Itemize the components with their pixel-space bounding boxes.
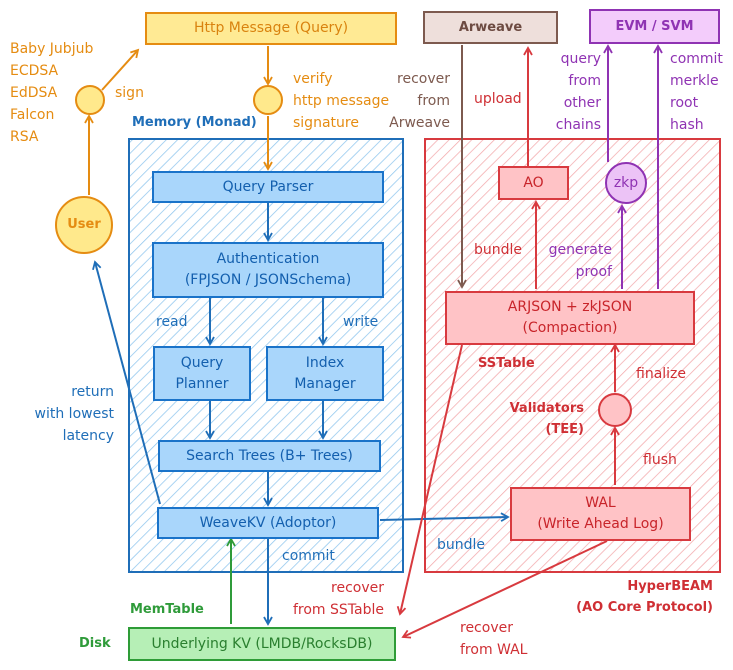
search-trees-box: Search Trees (B+ Trees) — [158, 440, 381, 472]
sign-label: sign — [115, 85, 144, 101]
memtable-label: MemTable — [130, 602, 204, 617]
arweave-box: Arweave — [423, 11, 558, 44]
arjson-box: ARJSON + zkJSON (Compaction) — [445, 291, 695, 345]
disk-label: Disk — [79, 636, 111, 651]
verify-label: verify http message signature — [293, 71, 390, 131]
query-chains-label: query from other chains — [555, 51, 601, 133]
bundle-wal-label: bundle — [437, 537, 486, 553]
sign-node — [75, 85, 105, 115]
recover-arweave-label: recover from Arweave — [389, 71, 450, 131]
zkp-node — [605, 162, 647, 204]
bundle-ao-label: bundle — [474, 242, 523, 258]
weavekv-box: WeaveKV (Adoptor) — [157, 507, 379, 539]
recover-sstable-label: recover from SSTable — [292, 580, 384, 618]
user-label: User — [67, 217, 101, 232]
upload-label: upload — [474, 91, 522, 107]
underlying-kv-box: Underlying KV (LMDB/RocksDB) — [128, 627, 396, 661]
authentication-box: Authentication (FPJSON / JSONSchema) — [152, 242, 384, 298]
recover-from-wal-arrow — [401, 540, 608, 639]
return-to-user-arrow — [92, 260, 161, 505]
validators-node — [598, 393, 632, 427]
wal-box: WAL (Write Ahead Log) — [510, 487, 691, 541]
index-manager-box: Index Manager — [266, 346, 384, 401]
http-message-box: Http Message (Query) — [145, 12, 397, 45]
zkp-label: zkp — [613, 175, 639, 191]
memory-title: Memory (Monad) — [132, 115, 257, 130]
evm-svm-box: EVM / SVM — [589, 9, 720, 44]
query-planner-box: Query Planner — [153, 346, 251, 401]
recover-wal-label: recover from WAL — [460, 620, 528, 658]
query-parser-box: Query Parser — [152, 171, 384, 203]
read-label: read — [156, 314, 188, 330]
finalize-label: finalize — [636, 366, 687, 382]
recover-from-sstable-arrow — [396, 344, 463, 616]
hyperbeam-title: HyperBEAM (AO Core Protocol) — [576, 579, 713, 615]
sign-to-message-arrow — [101, 48, 140, 91]
flush-label: flush — [643, 452, 677, 468]
validators-label: Validators (TEE) — [509, 401, 584, 437]
sstable-label: SSTable — [478, 356, 535, 371]
generate-proof-label: generate proof — [548, 242, 612, 280]
return-latency-label: return with lowest latency — [34, 384, 114, 444]
commit-label: commit — [282, 548, 335, 564]
signature-schemes-label: Baby Jubjub ECDSA EdDSA Falcon RSA — [10, 41, 94, 145]
write-label: write — [343, 314, 379, 330]
ao-box: AO — [498, 166, 569, 200]
verify-node — [253, 85, 283, 115]
user-node — [55, 196, 113, 254]
commit-merkle-label: commit merkle root hash — [670, 51, 723, 133]
weavekv-to-wal-arrow — [379, 512, 510, 522]
